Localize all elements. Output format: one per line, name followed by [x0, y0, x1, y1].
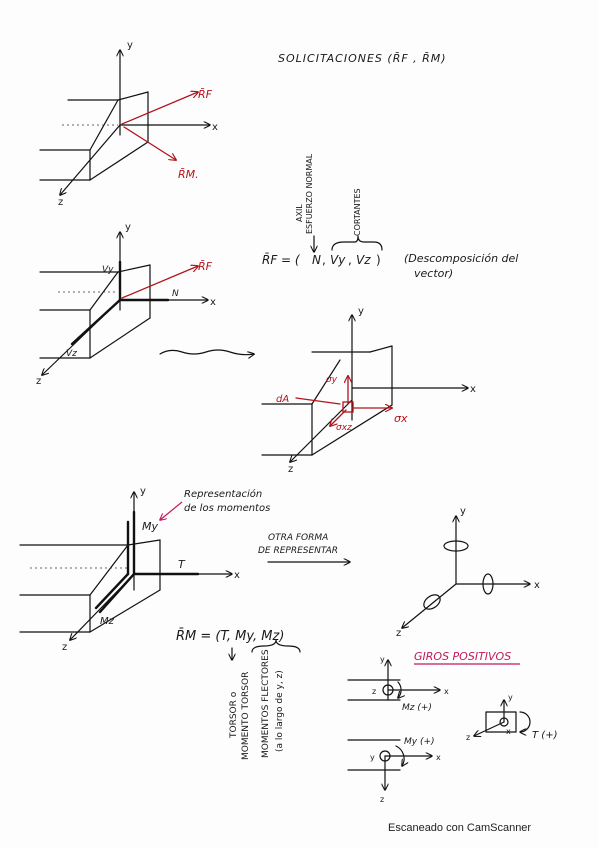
- rm-vector-label: R̄M.: [178, 168, 199, 181]
- other-form-line2: DE REPRESENTAR: [258, 546, 338, 556]
- axis-z-label-4: z: [62, 642, 67, 653]
- rf-eq-vz: Vz: [356, 253, 371, 267]
- sigma-xz-label: σxz: [336, 423, 352, 433]
- axis-x-label-5: x: [534, 580, 540, 591]
- beam-diagram-1: y x z R̄F R̄M.: [39, 40, 218, 208]
- axis-x-label-2: x: [210, 297, 216, 308]
- beam-diagram-2: y x z Vy Vz N R̄F: [36, 222, 216, 387]
- axis-y-label-4: y: [140, 486, 146, 497]
- rm-eq-text: R̄M = (T, My, Mz): [176, 629, 284, 644]
- rotation-axes: y x z: [396, 506, 540, 639]
- giros-axis-x-2: x: [436, 753, 441, 762]
- giros-axis-z-3: z: [466, 733, 470, 742]
- svg-text:,: ,: [322, 253, 326, 267]
- torsor-line2: MOMENTO TORSOR: [241, 672, 251, 760]
- page-title: SOLICITACIONES (R̄F , R̄M): [278, 52, 447, 65]
- scanner-footer: Escaneado con CamScanner: [388, 822, 532, 834]
- moments-diagram: Representación de los momentos y x z My …: [19, 486, 270, 653]
- axis-z-label-3: z: [288, 464, 293, 475]
- my-label: My: [142, 520, 158, 533]
- rm-equation: R̄M = (T, My, Mz) TORSOR o MOMENTO TORSO…: [176, 629, 301, 760]
- other-form-note: OTRA FORMA DE REPRESENTAR: [258, 533, 350, 562]
- flectores-line1: MOMENTOS FLECTORES: [261, 649, 271, 758]
- axis-y-label-3: y: [358, 306, 364, 317]
- giros-axis-y-3: y: [508, 693, 513, 702]
- rf-equation: R̄F = ( N , Vy , Vz ) (Descomposición de…: [262, 252, 518, 280]
- giros-title: GIROS POSITIVOS: [414, 650, 511, 663]
- axis-y-label: y: [127, 40, 133, 51]
- moments-label-line1: Representación: [184, 488, 262, 500]
- t-plus-label: T (+): [532, 730, 557, 741]
- flectores-line2: (a lo largo de y, z): [275, 670, 285, 752]
- moments-label-line2: de los momentos: [184, 503, 270, 514]
- giros-axis-x-1: x: [444, 687, 449, 696]
- axis-z-label-2: z: [36, 376, 41, 387]
- axis-x-label: x: [212, 122, 218, 133]
- torsor-line1: TORSOR o: [229, 691, 239, 739]
- rf-eq-lhs: R̄F = (: [262, 253, 301, 267]
- vy-label: Vy: [102, 265, 114, 275]
- rf-note-line2: vector): [414, 267, 453, 280]
- esfuerzo-normal-label: ESFUERZO NORMAL: [305, 153, 314, 234]
- rf-note-line1: (Descomposición del: [404, 252, 518, 265]
- vz-label: Vz: [66, 349, 77, 359]
- svg-text:,: ,: [348, 253, 352, 267]
- axis-y-label-5: y: [460, 506, 466, 517]
- my-plus-label: My (+): [404, 737, 435, 747]
- giros-axis-y-2: y: [370, 753, 375, 762]
- giros-axis-z-1: z: [372, 687, 376, 696]
- da-label: dA: [276, 394, 289, 405]
- other-form-line1: OTRA FORMA: [268, 533, 328, 543]
- rf-label-2: R̄F: [198, 260, 213, 273]
- axis-x-label-3: x: [470, 384, 476, 395]
- sigma-x-label: σx: [394, 412, 408, 425]
- rf-eq-n: N: [312, 253, 321, 267]
- axil-label: AXIL: [295, 204, 304, 222]
- n-label: N: [172, 289, 179, 299]
- stress-diagram: y x z dA σy σx σxz: [261, 306, 476, 475]
- decomposition-annotations: AXIL ESFUERZO NORMAL CORTANTES: [295, 153, 383, 252]
- giros-axis-x-3: x: [506, 727, 511, 736]
- axis-y-label-2: y: [125, 222, 131, 233]
- rf-eq-vy: Vy: [330, 253, 346, 267]
- t-label: T: [178, 558, 186, 571]
- sigma-y-label: σy: [326, 375, 338, 385]
- giros-axis-z-2: z: [380, 795, 384, 804]
- rf-eq-close: ): [376, 253, 381, 267]
- axis-x-label-4: x: [234, 570, 240, 581]
- transition-arrow: [159, 349, 254, 355]
- mz-label: Mz: [100, 616, 115, 627]
- rf-vector-label: R̄F: [198, 88, 213, 101]
- cortantes-label: CORTANTES: [353, 188, 362, 236]
- mz-plus-label: Mz (+): [402, 703, 432, 713]
- giros-positivos: GIROS POSITIVOS y x z Mz (+) y x z T (+)…: [347, 650, 557, 804]
- axis-z-label: z: [58, 197, 63, 208]
- axis-z-label-5: z: [396, 628, 401, 639]
- giros-axis-y-1: y: [380, 655, 385, 664]
